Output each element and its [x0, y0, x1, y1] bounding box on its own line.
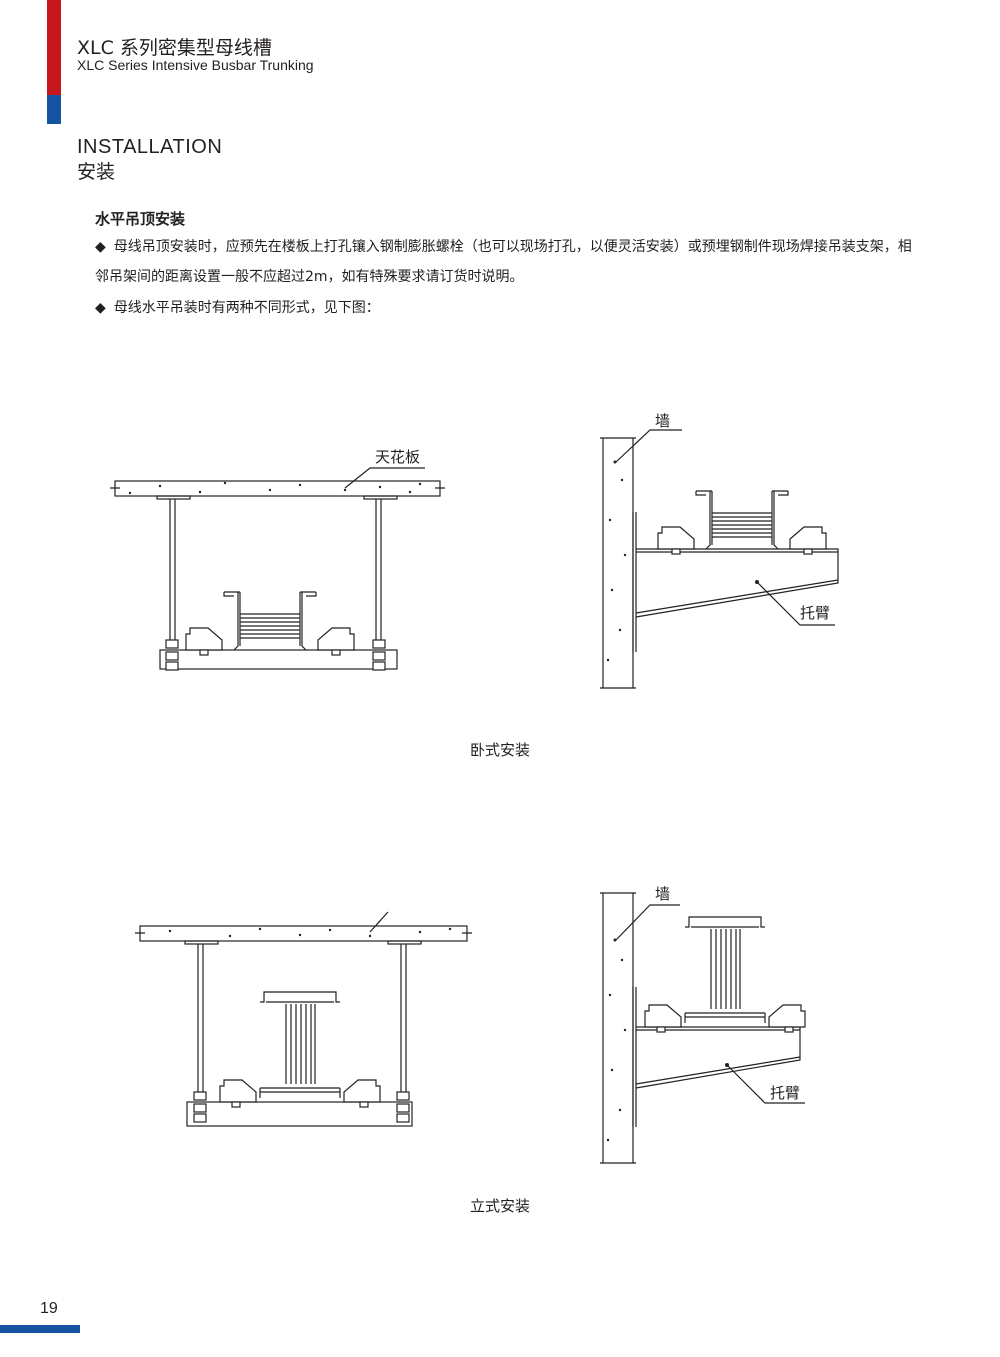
bracket-label: 托臂: [800, 604, 831, 622]
bracket-label: 托臂: [770, 1084, 801, 1102]
paragraph-text: 母线水平吊装时有两种不同形式，见下图：: [113, 300, 380, 316]
wall-label: 墙: [655, 885, 671, 903]
subsection-heading: 水平吊顶安装: [95, 210, 186, 228]
ceiling-lying-drawing: [110, 467, 445, 671]
header-accent-blue: [47, 95, 61, 124]
figure-caption-lying: 卧式安装: [469, 741, 531, 759]
header-accent-red: [47, 0, 61, 95]
wall-lying-drawing: [600, 429, 839, 689]
bullet-paragraph-1: ◆母线吊顶安装时，应预先在楼板上打孔镶入钢制膨胀螺栓（也可以现场打孔，以便灵活安…: [95, 232, 915, 292]
page-number: 19: [40, 1300, 58, 1317]
footer-accent-bar: [0, 1325, 80, 1333]
bullet-icon: ◆: [95, 300, 106, 316]
figure-caption-standing: 立式安装: [469, 1197, 531, 1215]
paragraph-text: 母线吊顶安装时，应预先在楼板上打孔镶入钢制膨胀螺栓（也可以现场打孔，以便灵活安装…: [95, 239, 912, 285]
document-title: XLC 系列密集型母线槽: [77, 37, 272, 59]
wall-standing-drawing: [600, 892, 806, 1164]
ceiling-label: 天花板: [375, 448, 421, 466]
bullet-paragraph-2: ◆ 母线水平吊装时有两种不同形式，见下图：: [95, 293, 915, 323]
wall-label: 墙: [655, 412, 671, 430]
document-subtitle: XLC Series Intensive Busbar Trunking: [77, 57, 314, 73]
bullet-icon: ◆: [95, 239, 106, 255]
ceiling-standing-drawing: [135, 911, 472, 1127]
section-title-cn: 安装: [77, 161, 116, 183]
section-title-en: INSTALLATION: [77, 136, 223, 158]
